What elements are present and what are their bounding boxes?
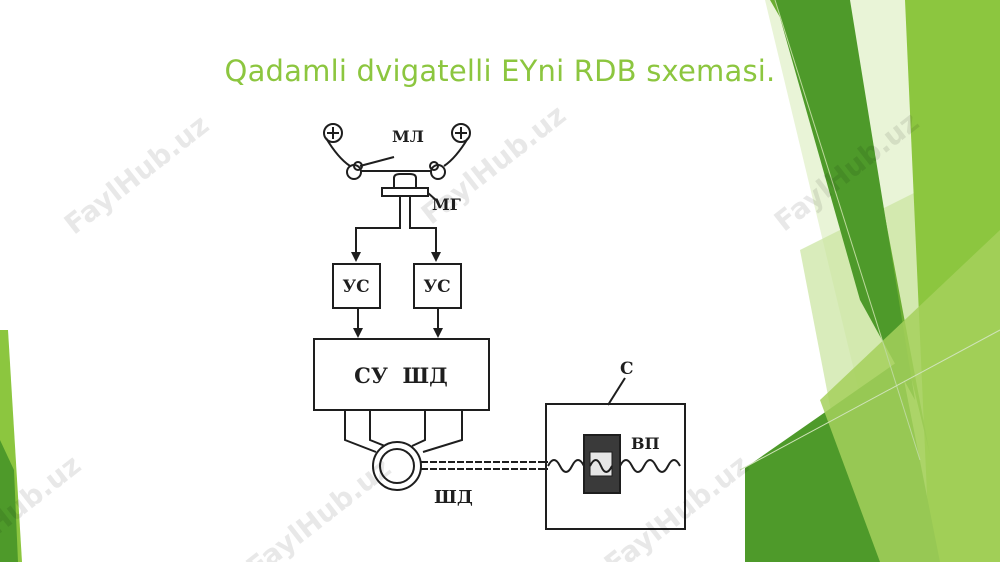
label-vp: ВП bbox=[631, 434, 660, 453]
label-c: С bbox=[620, 359, 634, 379]
stepper-motor-outer bbox=[372, 441, 422, 491]
su-shd-box bbox=[313, 338, 490, 411]
label-us-right: УС bbox=[423, 277, 450, 297]
tape-left bbox=[325, 137, 351, 167]
vp-element bbox=[583, 434, 621, 494]
ml-leader bbox=[359, 156, 395, 167]
slide-title: Qadamli dvigatelli EYni RDB sxemasi. bbox=[224, 54, 776, 88]
arrow-us-right bbox=[431, 252, 441, 262]
label-shd: ШД bbox=[434, 487, 473, 508]
magnetic-head bbox=[393, 173, 417, 188]
label-mg: МГ bbox=[432, 195, 461, 214]
label-us-left: УС bbox=[342, 277, 369, 297]
tape-reel-right bbox=[451, 123, 471, 143]
arrow-us-left bbox=[351, 252, 361, 262]
vp-wave-right bbox=[619, 459, 681, 473]
arrow-su-right bbox=[433, 328, 443, 338]
c-box bbox=[545, 403, 686, 530]
tape-roller-right-small bbox=[429, 161, 439, 171]
label-su-shd: СУ ШД bbox=[354, 363, 448, 388]
us-box-left bbox=[332, 263, 381, 309]
label-ml: МЛ bbox=[392, 127, 424, 146]
arrow-su-left bbox=[353, 328, 363, 338]
stepper-motor-inner bbox=[379, 448, 415, 484]
magnetic-head-base bbox=[381, 187, 429, 197]
c-leader bbox=[607, 377, 626, 406]
tape-reel-left bbox=[323, 123, 343, 143]
